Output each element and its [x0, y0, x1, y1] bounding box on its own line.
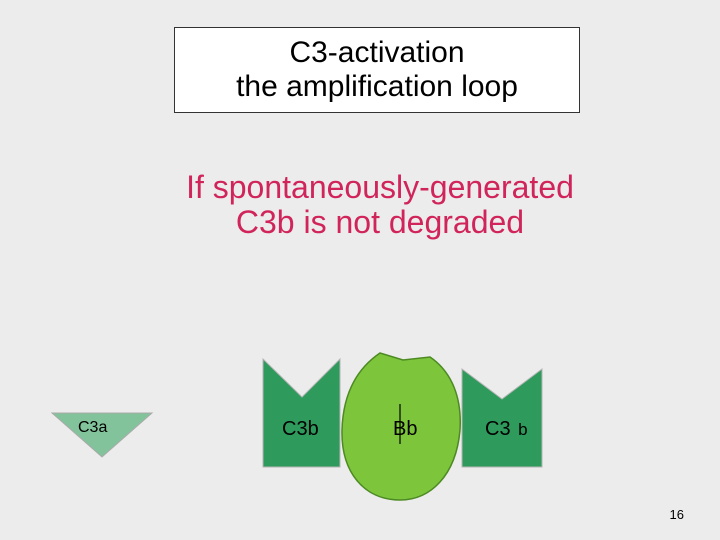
subtitle-line-2: C3b is not degraded: [235, 204, 525, 240]
subtitle-line-1: If spontaneously-generated: [186, 169, 574, 205]
title-line-2: the amplification loop: [236, 70, 518, 103]
title-line-1: C3-activation: [289, 36, 465, 69]
right-c3b-block: [461, 368, 543, 468]
left-c3b-label: C3b: [282, 418, 319, 440]
factor-bb-shape: [341, 352, 461, 501]
c3a-label: C3a: [78, 419, 107, 436]
c3a-triangle: [50, 412, 154, 458]
page-number: 16: [669, 507, 684, 522]
title-box: C3-activation the amplification loop: [174, 27, 580, 113]
right-c3-main: C3: [485, 418, 511, 440]
subtitle: If spontaneously-generated C3b is not de…: [100, 170, 660, 240]
center-bb-label: Bb: [393, 418, 417, 440]
left-c3b-block: [262, 357, 341, 468]
right-c3-label: C3 b: [485, 418, 528, 440]
right-c3-sub: b: [518, 420, 527, 439]
